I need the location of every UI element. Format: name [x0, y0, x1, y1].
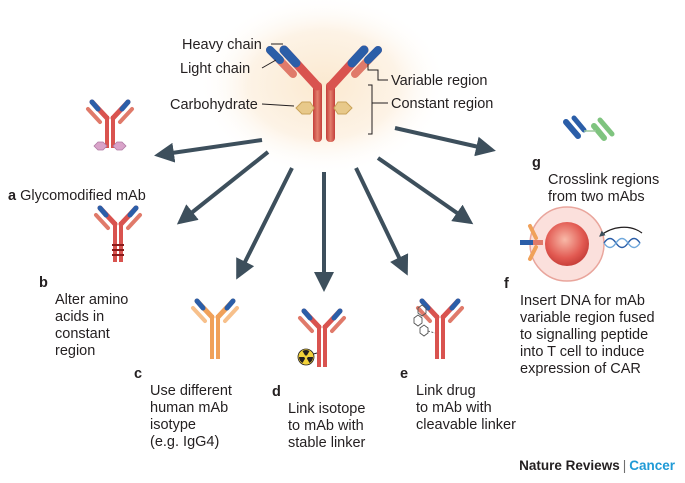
- central-antibody: [266, 45, 382, 142]
- car-t-cell: [520, 206, 643, 282]
- drug-molecule-icon: [413, 304, 436, 337]
- dna-helix-icon: [603, 237, 641, 249]
- item-e-letter: e: [400, 366, 409, 382]
- item-e-text: Link drug to mAb with cleavable linker: [416, 383, 516, 433]
- item-b-letter: b: [39, 275, 48, 291]
- item-c-text: Use different human mAb isotype (e.g. Ig…: [150, 383, 232, 450]
- heavy-chain-label: Heavy chain: [182, 37, 262, 53]
- radiation-icon: [297, 348, 315, 366]
- antibody-b-altered: [94, 205, 142, 262]
- journal-credit: Nature Reviews|Cancer: [519, 458, 675, 473]
- item-g-letter: g: [532, 155, 541, 171]
- antibody-a-glycomodified: [86, 99, 134, 151]
- carbohydrate-hexagon-left: [295, 101, 315, 115]
- item-d-text: Link isotope to mAb with stable linker: [288, 401, 366, 451]
- journal-section: Cancer: [629, 458, 675, 473]
- item-f-letter: f: [504, 276, 509, 292]
- central-glow: [198, 0, 448, 175]
- antibody-c-isotype: [191, 298, 239, 359]
- item-f-text: Insert DNA for mAb variable region fused…: [520, 293, 655, 377]
- item-a-letter: a: [8, 188, 17, 204]
- antibody-g-crosslinked: [563, 115, 615, 141]
- carbohydrate-hexagon-right: [333, 101, 353, 115]
- arrows: [154, 126, 496, 292]
- item-g-text: Crosslink regions from two mAbs: [548, 172, 660, 205]
- carbohydrate-label: Carbohydrate: [170, 97, 258, 113]
- antibody-d-radioisotope: [298, 308, 346, 367]
- item-a-text: Glycomodified mAb: [20, 188, 146, 204]
- item-b-text: Alter amino acids in constant region: [55, 292, 129, 359]
- item-c-letter: c: [134, 366, 143, 382]
- variable-region-label: Variable region: [391, 73, 488, 89]
- credit-separator: |: [622, 458, 627, 473]
- journal-name: Nature Reviews: [519, 458, 620, 473]
- leader-lines: [261, 43, 388, 135]
- light-chain-label: Light chain: [180, 61, 251, 77]
- constant-region-label: Constant region: [391, 96, 494, 112]
- item-d-letter: d: [272, 384, 281, 400]
- antibody-e-drug-linked: [416, 298, 464, 359]
